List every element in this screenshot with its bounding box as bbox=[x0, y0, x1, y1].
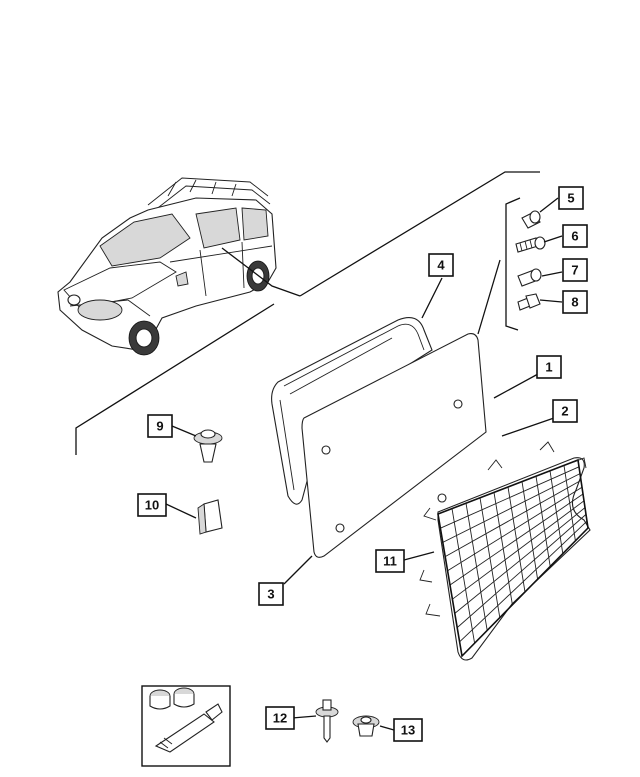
screw-icon bbox=[315, 699, 339, 743]
callout-10: 10 bbox=[137, 493, 167, 517]
pad-icon bbox=[197, 499, 223, 535]
leader-12 bbox=[291, 715, 317, 719]
leader-5 bbox=[539, 197, 559, 213]
callout-label: 4 bbox=[437, 258, 445, 273]
callout-5: 5 bbox=[558, 186, 584, 210]
net-strap bbox=[549, 470, 564, 554]
net-strap bbox=[454, 507, 586, 614]
leader-1 bbox=[493, 373, 539, 399]
net-strap bbox=[449, 493, 584, 586]
callout-label: 11 bbox=[383, 554, 397, 569]
callout-7: 7 bbox=[562, 258, 588, 282]
callout-label: 10 bbox=[145, 498, 159, 513]
fastener-icon bbox=[515, 210, 546, 311]
leader-4 bbox=[421, 277, 443, 319]
callout-label: 5 bbox=[567, 191, 574, 206]
zoom-leader bbox=[221, 247, 301, 297]
callout-label: 1 bbox=[545, 360, 552, 375]
leader-10 bbox=[165, 503, 197, 519]
callout-label: 12 bbox=[273, 711, 287, 726]
callout-label: 3 bbox=[267, 587, 274, 602]
nut-icon bbox=[352, 715, 380, 737]
callout-6: 6 bbox=[562, 224, 588, 248]
net-frame bbox=[437, 458, 589, 658]
leader-9 bbox=[171, 425, 197, 437]
leader-8 bbox=[539, 299, 563, 303]
net-strap bbox=[452, 500, 585, 600]
leader-11 bbox=[403, 551, 435, 561]
adhesive-kit-icon bbox=[141, 685, 231, 767]
leader-2 bbox=[501, 417, 555, 437]
callout-3: 3 bbox=[258, 582, 284, 606]
leader-6 bbox=[543, 235, 563, 243]
clip-icon bbox=[193, 429, 223, 463]
leader-13 bbox=[379, 725, 395, 731]
cargo-net-icon bbox=[419, 441, 591, 661]
van-icon bbox=[57, 177, 277, 356]
callout-1: 1 bbox=[536, 355, 562, 379]
callout-4: 4 bbox=[428, 253, 454, 277]
callout-9: 9 bbox=[147, 414, 173, 438]
callout-12: 12 bbox=[265, 706, 295, 730]
callout-13: 13 bbox=[393, 718, 423, 742]
net-strap bbox=[563, 465, 576, 541]
callout-label: 9 bbox=[156, 419, 163, 434]
window-glass-icon bbox=[301, 333, 487, 558]
callout-11: 11 bbox=[375, 549, 405, 573]
callout-label: 2 bbox=[561, 404, 568, 419]
callout-label: 13 bbox=[401, 723, 415, 738]
net-strap bbox=[535, 476, 551, 567]
zoom-frame-top bbox=[299, 171, 540, 297]
callout-label: 7 bbox=[571, 263, 578, 278]
fastener-leader bbox=[477, 259, 501, 335]
zoom-frame-bottom bbox=[75, 303, 275, 455]
callout-8: 8 bbox=[562, 290, 588, 314]
callout-2: 2 bbox=[552, 399, 578, 423]
fastener-bracket bbox=[505, 197, 521, 331]
net-strap bbox=[456, 514, 587, 628]
net-strap bbox=[459, 520, 588, 643]
leader-3 bbox=[283, 555, 313, 585]
callout-label: 6 bbox=[571, 229, 578, 244]
callout-label: 8 bbox=[571, 295, 578, 310]
net-strap bbox=[521, 481, 539, 580]
leader-7 bbox=[541, 271, 563, 277]
